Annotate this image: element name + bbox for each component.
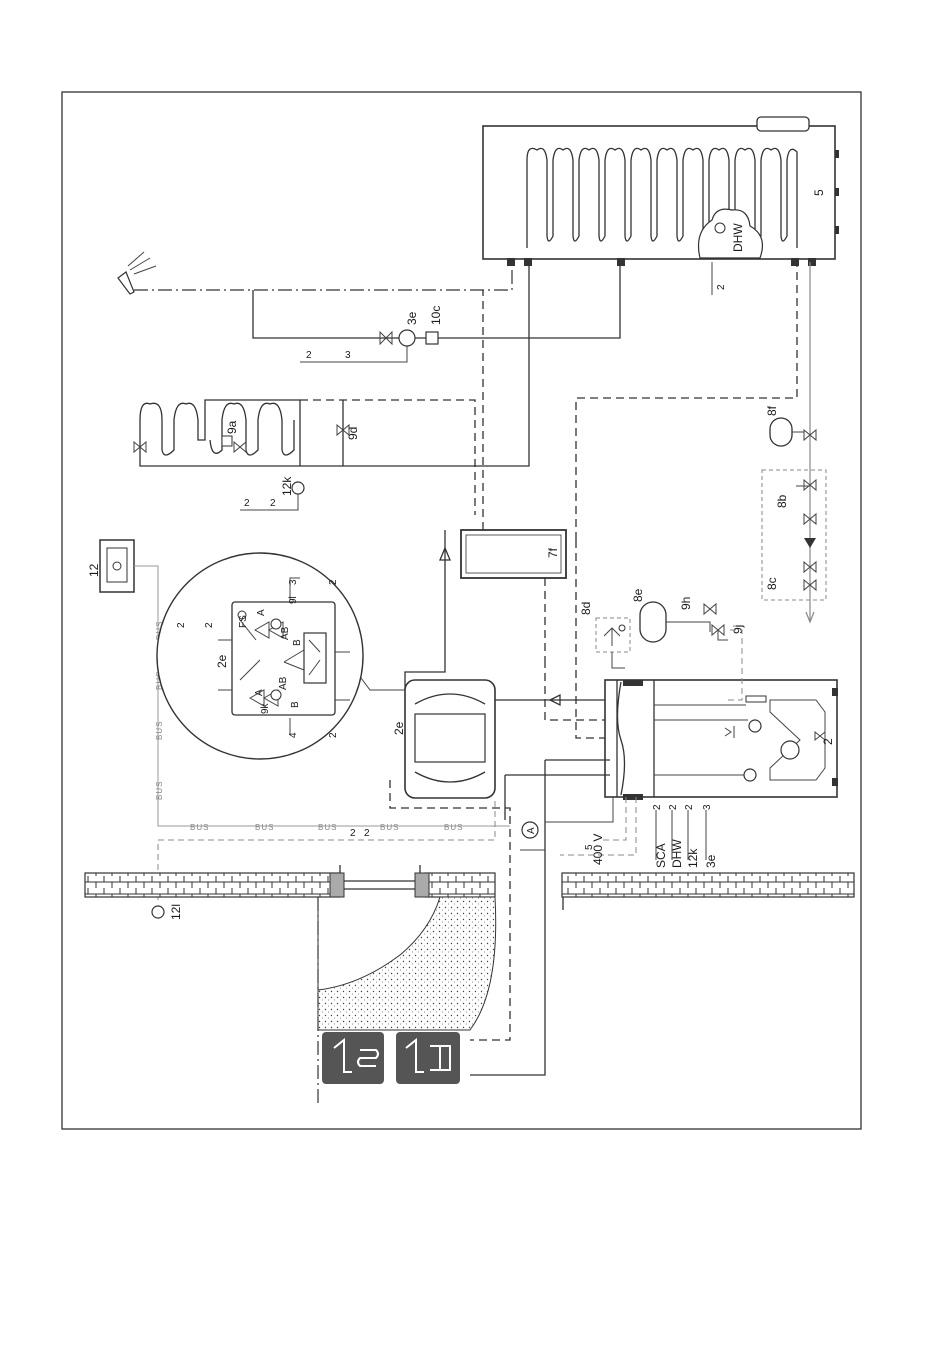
bus-label-8: BUS bbox=[380, 823, 399, 832]
dhw-tank: DHW 5 bbox=[483, 117, 839, 266]
wire-count-12k-b: 2 bbox=[244, 498, 250, 509]
sensor-12k-label: 12k bbox=[280, 476, 294, 496]
bus-label-5: BUS bbox=[190, 823, 209, 832]
valve-9k-label: 9k bbox=[260, 702, 271, 714]
cable-sca-label: SCA bbox=[654, 843, 668, 868]
port-a-lower: A bbox=[254, 689, 265, 696]
wire-count-detail-a: 2 bbox=[176, 622, 187, 628]
bus-label-7: BUS bbox=[318, 823, 337, 832]
outdoor-heat-pump-unit bbox=[605, 680, 838, 800]
dhw-sensor-label: DHW bbox=[731, 223, 745, 252]
pump-3e-label: 3e bbox=[405, 311, 419, 325]
ground-fill bbox=[318, 897, 496, 1030]
group-8b-label: 8b bbox=[775, 494, 789, 508]
shower-head-icon bbox=[118, 252, 156, 294]
voltage-label: 400 V bbox=[591, 834, 605, 865]
tank-label: 5 bbox=[812, 189, 826, 196]
valve-9j-label: 9j bbox=[731, 625, 745, 634]
cable-dhw-label: DHW bbox=[670, 839, 684, 868]
port-ab-upper: AB bbox=[280, 626, 291, 640]
cable-12k-label: 12k bbox=[686, 848, 700, 868]
bus-label-9: BUS bbox=[444, 823, 463, 832]
bus-label-4: BUS bbox=[155, 781, 164, 800]
flow-switch-label: FS bbox=[238, 615, 249, 628]
expansion-8e-label: 8e bbox=[631, 588, 645, 602]
valve-icon bbox=[134, 425, 349, 452]
port-ab-lower: AB bbox=[278, 676, 289, 690]
bus-label-6: BUS bbox=[255, 823, 274, 832]
wire-count-12k-cable: 2 bbox=[684, 804, 695, 810]
bus-label-3: BUS bbox=[155, 721, 164, 740]
valve-9l-label: 9l bbox=[288, 596, 299, 604]
expansion-8f-label: 8f bbox=[765, 405, 779, 416]
underfloor-installation-icon bbox=[322, 1032, 384, 1084]
wire-count-3e-cable: 3 bbox=[702, 804, 713, 810]
wire-count-sca: 2 bbox=[652, 804, 663, 810]
port-a-upper: A bbox=[256, 609, 267, 616]
indoor-unit-2e bbox=[405, 680, 495, 798]
controller-12-label: 12 bbox=[87, 563, 101, 577]
wire-count-detail-d: 2 bbox=[328, 579, 339, 585]
safety-group-8d bbox=[596, 618, 630, 652]
wire-count-12k-a: 2 bbox=[270, 498, 276, 509]
wire-count-dhw: 2 bbox=[716, 284, 727, 290]
wire-count-detail-f: 2 bbox=[328, 732, 339, 738]
port-b-upper: B bbox=[292, 639, 303, 646]
outdoor-installation-icon bbox=[396, 1032, 460, 1084]
unit-2e-label: 2e bbox=[392, 721, 406, 735]
port-b-lower: B bbox=[290, 701, 301, 708]
valve-10c-label: 10c bbox=[429, 306, 443, 325]
sensor-12l-label: 12l bbox=[169, 904, 183, 920]
marker-a-label: A bbox=[526, 827, 537, 834]
valve-9h-label: 9h bbox=[679, 597, 693, 610]
outdoor-unit-label: 2 bbox=[821, 738, 835, 745]
wire-count-detail-c: 3 bbox=[288, 579, 299, 585]
valve-9a-label: 9a bbox=[225, 420, 239, 434]
room-controller-icon bbox=[100, 540, 134, 592]
detail-2e-label: 2e bbox=[215, 654, 229, 668]
expansion-vessel-8e bbox=[640, 602, 666, 642]
cable-3e-label: 3e bbox=[704, 854, 718, 868]
wire-count-detail-e: 4 bbox=[288, 732, 299, 738]
wire-count-12l-b: 2 bbox=[364, 828, 370, 839]
wire-count-12l-a: 2 bbox=[350, 828, 356, 839]
wire-count-3e-a: 3 bbox=[345, 350, 351, 361]
valve-9d-label: 9d bbox=[346, 427, 360, 440]
wire-count-3e-b: 2 bbox=[306, 350, 312, 361]
group-8d-label: 8d bbox=[579, 602, 593, 615]
wire-count-detail-b: 2 bbox=[204, 622, 215, 628]
group-8c-label: 8c bbox=[765, 577, 779, 590]
buffer-7f-label: 7f bbox=[546, 547, 560, 558]
wire-count-dhw-cable: 2 bbox=[668, 804, 679, 810]
